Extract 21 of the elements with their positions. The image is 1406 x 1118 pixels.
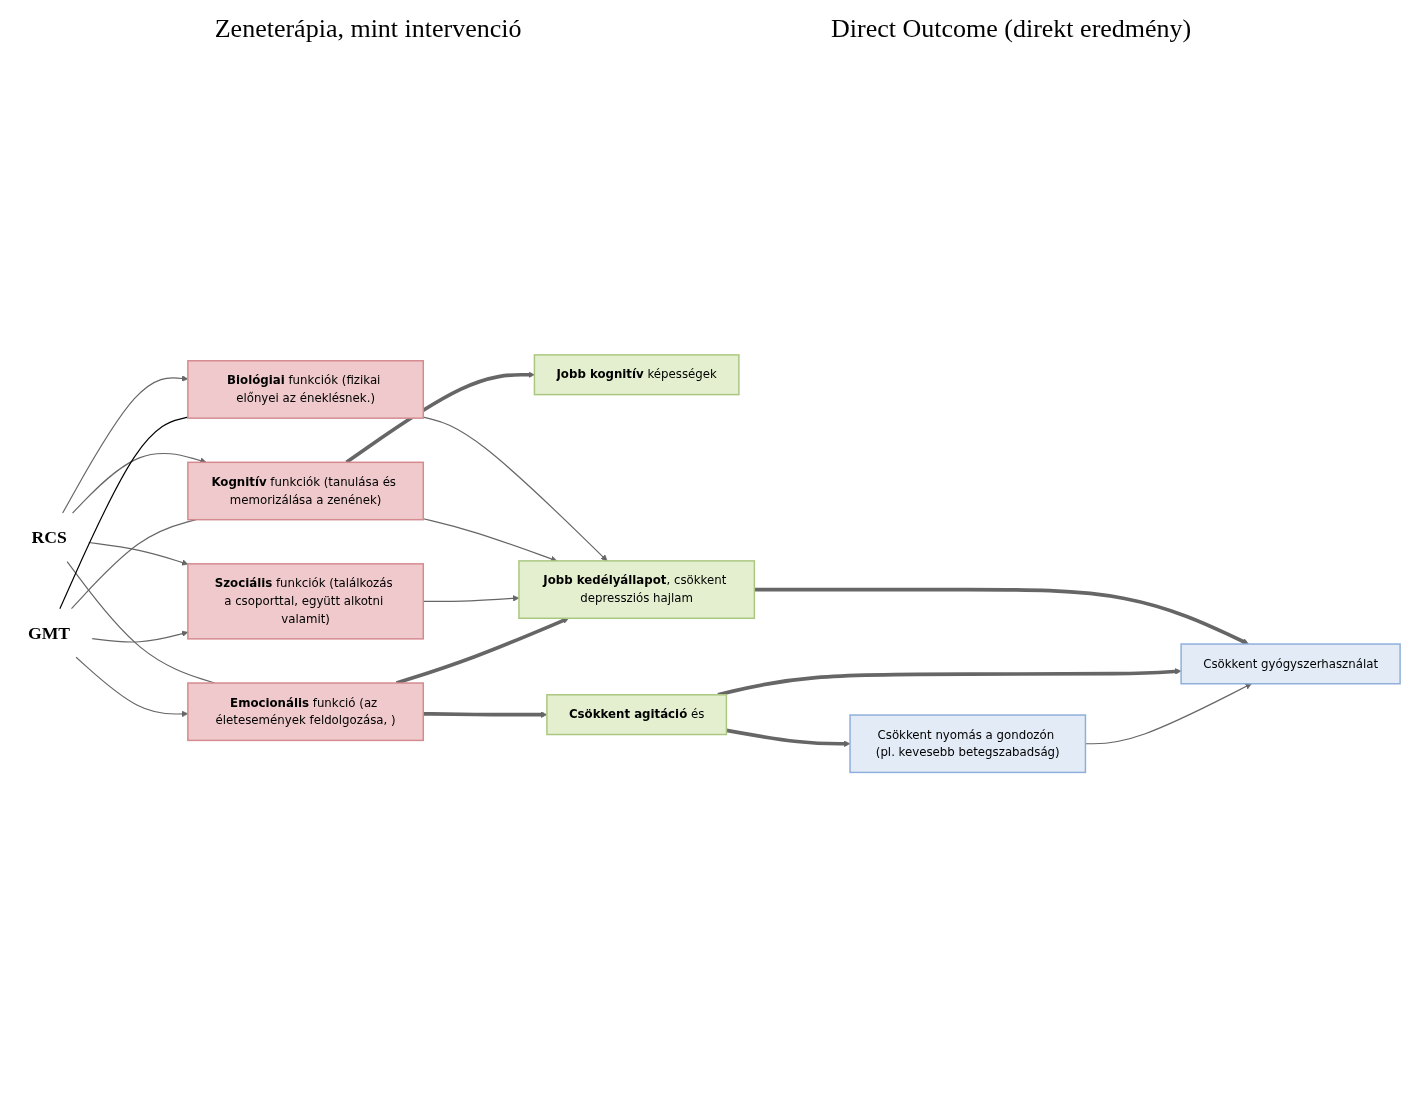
column-heading: Zeneterápia, mint intervenció — [214, 14, 522, 44]
node-box: Csökkent agitáció és — [546, 694, 728, 736]
arrow — [88, 542, 189, 566]
connector — [59, 416, 189, 610]
arrow — [726, 728, 851, 748]
node-box: Jobb kedélyállapot, csökkent depressziós hajlam — [518, 560, 756, 620]
arrow — [422, 518, 558, 563]
node-box: Kognitív funkciók (tanulása és memorizálása a zenének) — [187, 461, 425, 521]
arrow — [422, 416, 608, 562]
node-box: Szociális funkciók (találkozás a csoporttal, együtt alkotni valamit) — [187, 563, 425, 640]
node-box: Csökkent gyógyszerhasználat — [1180, 643, 1401, 685]
column-heading: Direct Outcome (direkt eredmény) — [831, 14, 1192, 44]
node-text: GMT — [27, 623, 71, 643]
arrow — [71, 453, 207, 514]
node-text: RCS — [31, 528, 67, 548]
node-box: Emocionális funkció (az életesemények feldolgozása, ) — [187, 682, 425, 742]
node-box: Biológiai funkciók (fizikai előnyei az éneklésnek.) — [187, 360, 425, 420]
arrow — [754, 588, 1249, 645]
node-box: Jobb kognitív képességek — [533, 354, 740, 396]
arrow — [717, 668, 1182, 697]
node-box: Csökkent nyomás a gondozón (pl. kevesebb betegszabadság) — [849, 714, 1087, 774]
